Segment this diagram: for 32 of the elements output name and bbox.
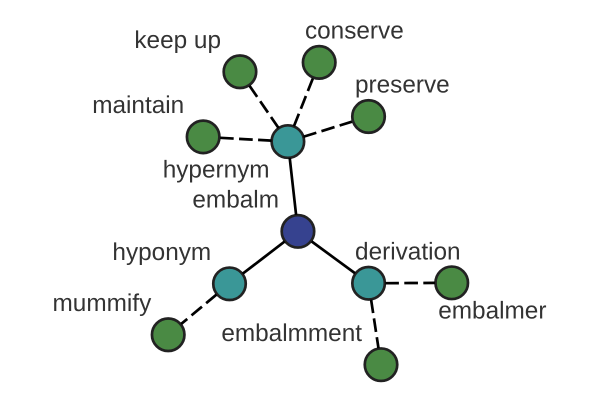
connector (218, 136, 272, 142)
node-label: keep up (134, 26, 221, 54)
connector (180, 294, 217, 325)
node-label: preserve (354, 72, 450, 99)
node-circle (185, 119, 220, 154)
connector (248, 84, 280, 129)
connector (369, 300, 380, 348)
connector (310, 240, 356, 274)
connector (302, 120, 352, 138)
node-circle (270, 124, 305, 160)
node-label: conserve (304, 18, 404, 45)
node-circle (362, 347, 398, 382)
node-label: embalmer (438, 298, 546, 325)
node-circle (350, 266, 386, 301)
connector (292, 77, 314, 127)
node-label: embalmment (220, 320, 362, 347)
node-circle (211, 266, 247, 302)
node-circle (301, 44, 336, 80)
node-label: hypernym (162, 156, 270, 184)
node-label: embalm (192, 186, 278, 214)
connector (384, 282, 434, 285)
connector (241, 240, 286, 275)
node-circle (350, 98, 386, 134)
node-circle (434, 265, 469, 300)
node-label: derivation (354, 238, 460, 266)
connector (288, 158, 297, 216)
node-circle (280, 214, 316, 249)
node-circle (150, 317, 186, 352)
node-circle (222, 54, 258, 90)
node-label: hyponym (112, 238, 211, 266)
node-label: maintain (92, 92, 184, 120)
node-label: mummify (52, 290, 151, 317)
